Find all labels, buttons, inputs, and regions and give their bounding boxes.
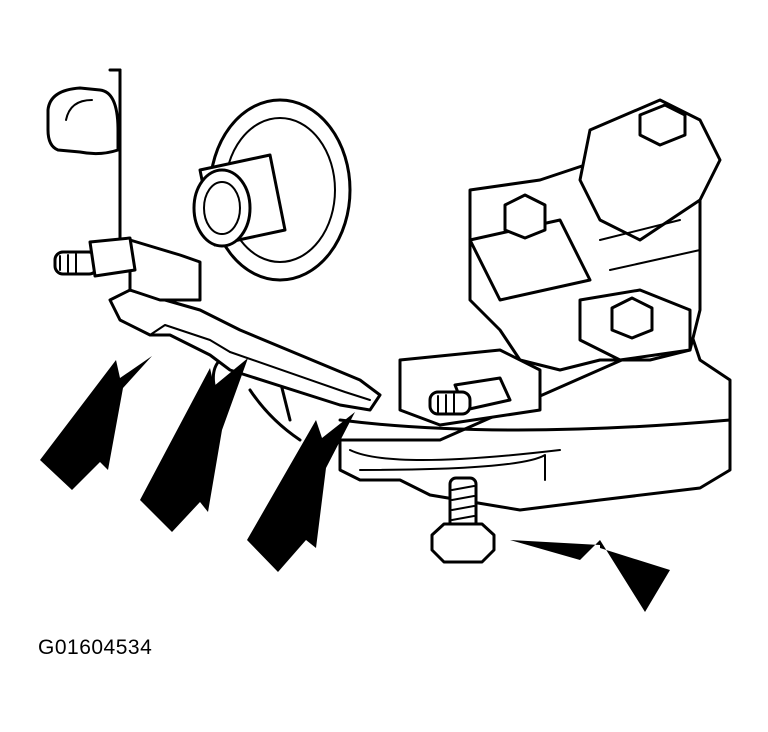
mount-bolts bbox=[503, 103, 687, 340]
left-stud bbox=[53, 236, 137, 278]
arrow-2 bbox=[140, 358, 248, 532]
arrow-1 bbox=[40, 356, 152, 490]
oil-pan bbox=[338, 328, 732, 512]
flange-bolt bbox=[430, 476, 496, 564]
figure-id: G01604534 bbox=[38, 636, 153, 659]
stiffener-plate bbox=[108, 238, 382, 412]
right-stud bbox=[428, 376, 512, 416]
crankshaft-pulley bbox=[192, 98, 352, 282]
arrow-3 bbox=[247, 412, 355, 572]
arrow-4 bbox=[510, 540, 670, 612]
pointer-arrows bbox=[40, 356, 670, 612]
